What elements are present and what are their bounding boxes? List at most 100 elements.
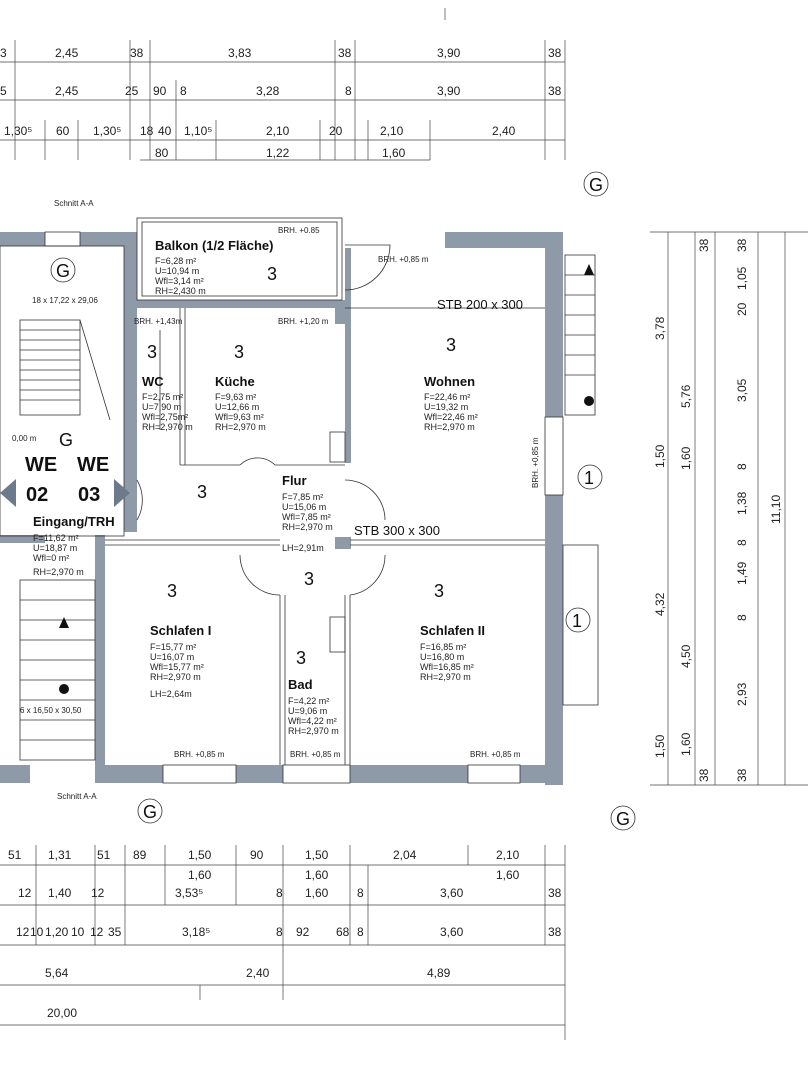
kueche-line-1: U=12,66 m — [215, 402, 259, 412]
dim-top-r3-0: 1,30⁵ — [4, 124, 32, 138]
dim-top-r3-4: 40 — [158, 124, 172, 138]
schlafen1-line-2: Wfl=15,77 m² — [150, 662, 204, 672]
schlafen1-line-3: RH=2,970 m — [150, 672, 201, 682]
dim-bot-r1-1: 1,31 — [48, 848, 72, 862]
dim-right-c1-2: 4,32 — [653, 592, 667, 616]
wohnen-line-3: RH=2,970 m — [424, 422, 475, 432]
wc-number: 3 — [147, 342, 157, 362]
dim-top-r3-6: 2,10 — [266, 124, 290, 138]
windows: 1 1 — [44, 231, 603, 784]
balkon-line-0: F=6,28 m² — [155, 256, 196, 266]
dim-bot-r5-2: 4,89 — [427, 966, 451, 980]
wc-line-0: F=2,75 m² — [142, 392, 183, 402]
g-marker-bottom-right: G — [616, 809, 630, 829]
g-markers: G G G G G — [50, 171, 636, 831]
dim-top-r1-5: 3,90 — [437, 46, 461, 60]
wohnen-line-2: Wfl=22,46 m² — [424, 412, 478, 422]
wohnen-line-1: U=19,32 m — [424, 402, 468, 412]
schnitt-label-bottom: Schnitt A-A — [57, 792, 97, 801]
room-wc: 3 WC F=2,75 m² U=7,90 m Wfl=2,75m² RH=2,… — [142, 342, 193, 432]
annotations: STB 200 x 300 STB 300 x 300 18 x 17,22 x… — [12, 255, 540, 759]
dim-bot-r2-0: 1,60 — [188, 868, 212, 882]
dim-right-c3-7: 1,49 — [735, 561, 749, 585]
dim-right-c3-extra-0: 38 — [697, 238, 711, 252]
room-wohnen: 3 Wohnen F=22,46 m² U=19,32 m Wfl=22,46 … — [424, 335, 478, 432]
schlafen2-number: 3 — [434, 581, 444, 601]
kueche-number: 3 — [234, 342, 244, 362]
schlafen2-line-0: F=16,85 m² — [420, 642, 466, 652]
dim-right-c3-4: 8 — [735, 463, 749, 470]
dim-right-c1-1: 1,50 — [653, 444, 667, 468]
brh-bad: BRH. +0,85 m — [290, 750, 341, 759]
dim-top-r2-2: 25 — [125, 84, 139, 98]
bottom-dimensions: 51 1,31 51 89 1,50 90 1,50 2,04 2,10 1,6… — [0, 845, 566, 1040]
dim-bot-r1-8: 2,10 — [496, 848, 520, 862]
dim-bot-r3-2: 12 — [91, 886, 105, 900]
room-schlafen-1: 3 Schlafen I F=15,77 m² U=16,07 m Wfl=15… — [150, 581, 211, 699]
dim-bot-r1-6: 1,50 — [305, 848, 329, 862]
eingang-line-0: F=11,62 m² — [33, 533, 79, 543]
top-dimensions: 3 2,45 38 3,83 38 3,90 38 5 2,45 25 90 8… — [0, 8, 566, 161]
flur-name: Flur — [282, 473, 307, 488]
dim-bot-r4-1: 10 — [30, 925, 44, 939]
dim-bot-r1-3: 89 — [133, 848, 147, 862]
dim-top-r3-1: 60 — [56, 124, 70, 138]
kueche-line-0: F=9,63 m² — [215, 392, 256, 402]
dim-bot-r4-12: 38 — [548, 925, 562, 939]
dim-top-r3-7: 20 — [329, 124, 343, 138]
dim-bot-r4-8: 92 — [296, 925, 310, 939]
dim-bot-r1-0: 51 — [8, 848, 22, 862]
g-marker-stair-mid: G — [59, 430, 73, 450]
dim-right-c3-2: 20 — [735, 302, 749, 316]
flur-line-3: RH=2,970 m — [282, 522, 333, 532]
g-marker-stair-top: G — [56, 261, 70, 281]
level-label: 0,00 m — [12, 434, 37, 443]
schlafen2-line-1: U=16,80 m — [420, 652, 464, 662]
dim-top-r3-8: 2,10 — [380, 124, 404, 138]
dim-top-r2-5: 3,28 — [256, 84, 280, 98]
dim-right-total: 11,10 — [769, 495, 783, 524]
dim-top-r4-1: 1,22 — [266, 146, 290, 160]
schlafen2-line-2: Wfl=16,85 m² — [420, 662, 474, 672]
dim-top-r4-2: 1,60 — [382, 146, 406, 160]
dim-bot-r5-0: 5,64 — [45, 966, 69, 980]
schlafen1-name: Schlafen I — [150, 623, 211, 638]
walls — [0, 232, 563, 785]
dim-bot-r3-6: 8 — [357, 886, 364, 900]
dim-right-c1-0: 3,78 — [653, 316, 667, 340]
dim-right-c2-2: 4,50 — [679, 644, 693, 668]
g-marker-top-right: G — [589, 175, 603, 195]
dim-bot-r4-9: 68 — [336, 925, 350, 939]
dim-bot-r3-5: 1,60 — [305, 886, 329, 900]
dim-bot-r4-6: 3,18⁵ — [182, 925, 210, 939]
bad-line-0: F=4,22 m² — [288, 696, 329, 706]
dim-right-c3-5: 1,38 — [735, 491, 749, 515]
schlafen2-line-3: RH=2,970 m — [420, 672, 471, 682]
dim-bot-total: 20,00 — [47, 1006, 77, 1020]
balkon-number: 3 — [267, 264, 277, 284]
dim-right-c3-10: 38 — [735, 768, 749, 782]
schnitt-label-top: Schnitt A-A — [54, 199, 94, 208]
flur-middle-number: 3 — [197, 482, 207, 502]
dim-top-r1-6: 38 — [548, 46, 562, 60]
dim-right-c1-3: 1,50 — [653, 734, 667, 758]
dim-bot-r4-5: 35 — [108, 925, 122, 939]
eingang-line-2: Wfl=0 m² — [33, 553, 69, 563]
schlafen1-line-0: F=15,77 m² — [150, 642, 196, 652]
stb-top: STB 200 x 300 — [437, 297, 523, 312]
brh-s1: BRH. +0,85 m — [174, 750, 225, 759]
eingang-name: Eingang/TRH — [33, 514, 115, 529]
wohnen-line-0: F=22,46 m² — [424, 392, 470, 402]
dim-right-c3-9: 2,93 — [735, 682, 749, 706]
dim-bot-r3-3: 3,53⁵ — [175, 886, 203, 900]
dim-top-r1-1: 2,45 — [55, 46, 79, 60]
flur-lh: LH=2,91m — [282, 543, 324, 553]
dim-right-c3-0: 38 — [735, 238, 749, 252]
dim-bot-r3-7: 3,60 — [440, 886, 464, 900]
bad-number: 3 — [296, 648, 306, 668]
dim-top-r2-7: 3,90 — [437, 84, 461, 98]
balkon-brh: BRH. +0.85 — [278, 226, 320, 235]
stairs — [19, 254, 599, 761]
we-left-number: 02 — [26, 484, 48, 506]
flur-line-0: F=7,85 m² — [282, 492, 323, 502]
